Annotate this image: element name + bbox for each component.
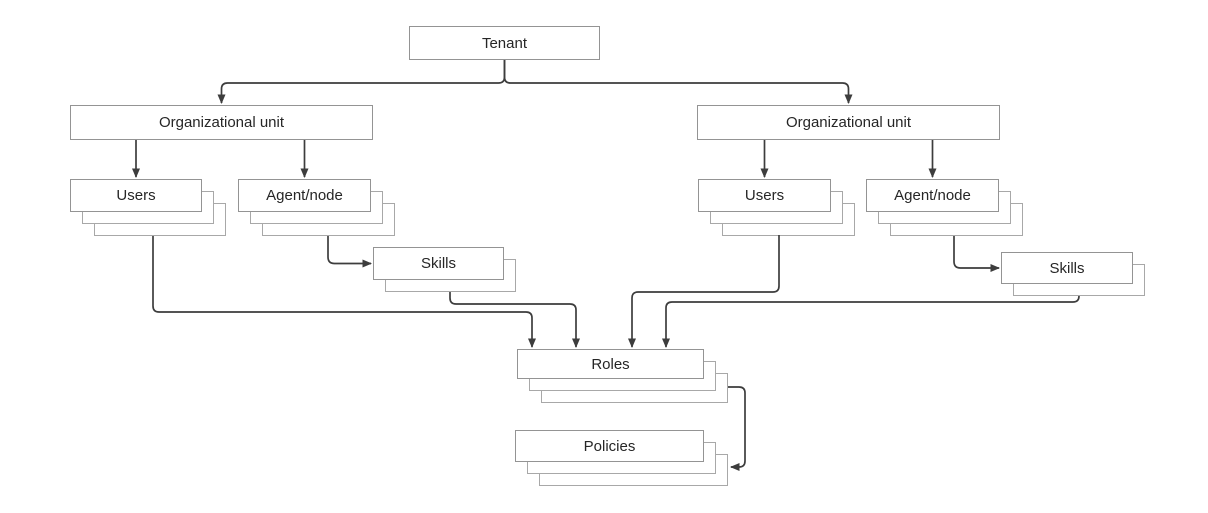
node-agent-node-right: Agent/node <box>866 179 1023 236</box>
edge-agent-right-to-skills-right <box>953 236 1000 272</box>
node-skills-left: Skills <box>373 247 516 292</box>
edge-skills-right-to-roles <box>662 295 1080 348</box>
node-agent-node-left: Agent/node <box>238 179 395 236</box>
node-organizational-unit-right: Organizational unit <box>697 105 1000 140</box>
node-box: Tenant <box>409 26 600 60</box>
node-box: Agent/node <box>238 179 371 212</box>
node-users-left: Users <box>70 179 226 236</box>
node-box: Policies <box>515 430 704 462</box>
node-label: Users <box>744 187 785 204</box>
node-box: Users <box>698 179 831 212</box>
node-tenant: Tenant <box>409 26 600 60</box>
node-box: Agent/node <box>866 179 999 212</box>
node-label: Organizational unit <box>158 114 285 131</box>
node-label: Agent/node <box>266 187 343 204</box>
node-label: Tenant <box>481 34 528 52</box>
node-label: Skills <box>1049 259 1085 277</box>
node-box: Organizational unit <box>697 105 1000 140</box>
node-box: Skills <box>373 247 504 280</box>
node-policies: Policies <box>515 430 728 486</box>
edge-tenant-to-ou-left <box>217 60 506 104</box>
node-users-right: Users <box>698 179 855 236</box>
edge-skills-left-to-roles <box>449 292 580 348</box>
node-box: Roles <box>517 349 704 379</box>
edge-agent-left-to-skills-left <box>327 236 372 268</box>
node-label: Agent/node <box>894 187 971 204</box>
node-box: Organizational unit <box>70 105 373 140</box>
node-box: Skills <box>1001 252 1133 284</box>
node-label: Organizational unit <box>785 114 912 131</box>
node-label: Policies <box>583 437 636 455</box>
edge-roles-to-policies <box>728 386 746 471</box>
node-skills-right: Skills <box>1001 252 1145 296</box>
node-roles: Roles <box>517 349 728 403</box>
edge-tenant-to-ou-right <box>503 60 853 104</box>
node-organizational-unit-left: Organizational unit <box>70 105 373 140</box>
node-label: Skills <box>420 255 456 272</box>
edge-users-right-to-roles <box>628 235 780 348</box>
node-label: Roles <box>591 355 630 373</box>
node-box: Users <box>70 179 202 212</box>
node-label: Users <box>116 187 156 204</box>
